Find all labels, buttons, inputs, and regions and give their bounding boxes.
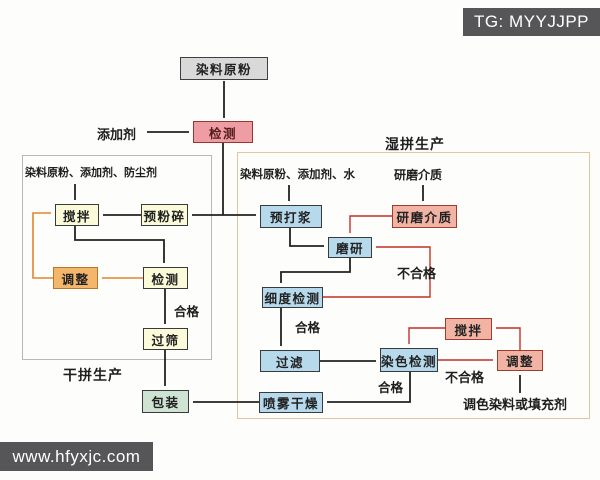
node-pack: 包装 <box>142 390 189 413</box>
fail-grind-label: 不合格 <box>397 266 437 281</box>
node-color-inspect: 染色检测 <box>380 348 438 372</box>
node-sieve: 过筛 <box>143 328 188 350</box>
node-pre-crush: 预粉碎 <box>141 204 188 226</box>
wet-input-label: 染料原粉、添加剂、水 <box>240 169 355 181</box>
wet-production-group-box <box>237 152 590 419</box>
grind-media-label: 研磨介质 <box>394 168 443 182</box>
fail-color-label: 不合格 <box>445 370 485 385</box>
dry-group-title: 干拼生产 <box>63 367 123 383</box>
node-raw-dye-powder: 染料原粉 <box>180 57 268 80</box>
node-inspect-dry: 检测 <box>143 267 188 289</box>
tg-watermark-badge: TG: MYYJJPP <box>463 8 600 36</box>
node-stir-wet: 搅拌 <box>445 318 492 340</box>
site-url-watermark: www.hfyxjc.com <box>0 442 153 471</box>
dry-production-group-box <box>22 155 212 360</box>
pass-dry-label: 合格 <box>174 305 200 319</box>
additive-label: 添加剂 <box>97 127 137 142</box>
node-filter: 过滤 <box>260 350 320 372</box>
dry-input-label: 染料原粉、添加剂、防尘剂 <box>25 167 157 179</box>
node-grind-media: 研磨介质 <box>392 205 457 228</box>
wet-group-title: 湿拼生产 <box>385 136 445 152</box>
pass-fineness-label: 合格 <box>295 321 321 335</box>
node-pre-slurry: 预打浆 <box>260 205 322 228</box>
tint-filler-label: 调色染料或填充剂 <box>463 397 568 412</box>
node-adjust-wet: 调整 <box>497 350 543 371</box>
node-grind: 磨研 <box>328 237 372 258</box>
node-adjust-dry: 调整 <box>53 267 98 289</box>
pass-color-label: 合格 <box>378 381 404 395</box>
node-inspect-top: 检测 <box>193 121 253 143</box>
node-stir-dry: 搅拌 <box>55 204 99 226</box>
node-fineness-inspect: 细度检测 <box>262 287 323 308</box>
node-spray-dry: 喷雾干燥 <box>259 392 323 413</box>
